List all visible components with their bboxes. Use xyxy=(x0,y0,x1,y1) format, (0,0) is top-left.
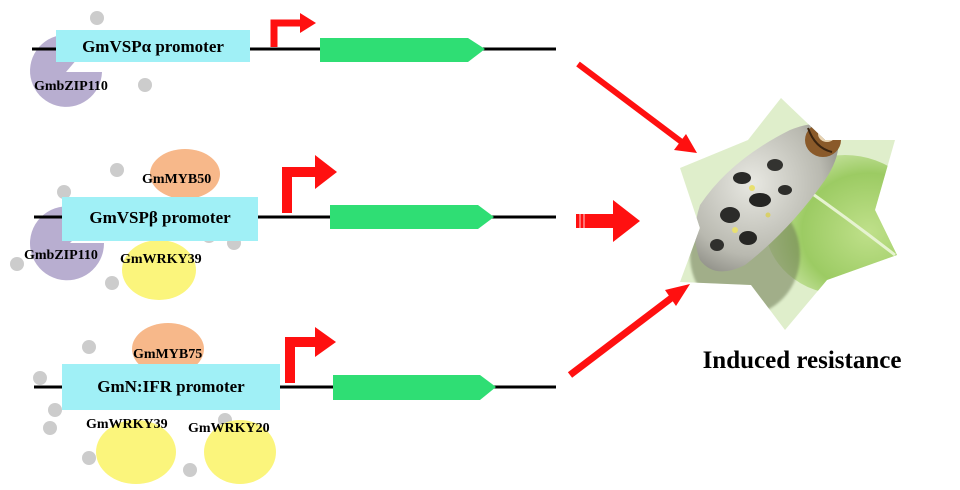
transcription-start-arrowhead xyxy=(315,327,336,357)
gmmyb75-label: GmMYB75 xyxy=(133,347,202,362)
particle xyxy=(33,371,47,385)
gene-coding-arrow xyxy=(330,205,494,229)
gmbzip110-label: GmbZIP110 xyxy=(24,248,98,263)
gmwrky39-label: GmWRKY39 xyxy=(86,417,168,432)
particle xyxy=(82,451,96,465)
transcription-start-arrowhead xyxy=(315,155,337,189)
larva-dot xyxy=(749,185,755,191)
promoter-label: GmVSPα promoter xyxy=(82,37,224,56)
effect-arrow-2-head xyxy=(613,200,640,242)
larva-spot xyxy=(749,193,771,207)
larva-dot xyxy=(765,212,771,218)
gmmyb75-factor-shape xyxy=(132,323,204,375)
larva-spot xyxy=(778,185,792,195)
effect-arrow-1-head xyxy=(674,134,697,153)
gmwrky39-factor-shape xyxy=(122,240,196,300)
construct-2: GmVSPβ promoter GmMYB50 GmbZIP110 GmWRKY… xyxy=(10,149,556,300)
particle xyxy=(90,11,104,25)
promoter-box xyxy=(56,30,250,62)
promoter-box xyxy=(62,197,258,241)
particle xyxy=(183,463,197,477)
gmmyb50-factor-shape xyxy=(150,149,220,199)
effect-arrow-1 xyxy=(576,61,685,146)
gmbzip110-label: GmbZIP110 xyxy=(34,79,108,94)
larva-on-leaf-picture xyxy=(680,98,897,330)
construct-1: GmVSPα promoter GmbZIP110 xyxy=(30,11,556,107)
gmwrky20-label: GmWRKY20 xyxy=(188,421,270,436)
gmbzip110-factor-shape xyxy=(30,34,103,107)
promoter-label: GmVSPβ promoter xyxy=(89,208,231,227)
gmmyb50-label: GmMYB50 xyxy=(142,172,211,187)
particle xyxy=(57,185,71,199)
larva-spot xyxy=(739,231,757,245)
larva-head-highlight xyxy=(818,126,836,142)
effect-arrows xyxy=(567,61,697,378)
gene-coding-arrow xyxy=(333,375,496,400)
particle xyxy=(48,403,62,417)
outcome-label: Induced resistance xyxy=(703,347,902,374)
promoter-label: GmN:IFR promoter xyxy=(97,377,245,396)
construct-3: GmN:IFR promoter GmMYB75 GmWRKY39 GmWRKY… xyxy=(33,323,556,484)
particle xyxy=(138,78,152,92)
larva-dot xyxy=(732,227,738,233)
gmwrky39-factor-shape xyxy=(96,420,176,484)
transcription-start-arrow xyxy=(285,337,318,383)
larva-spot xyxy=(733,172,751,184)
transcription-start-arrowhead xyxy=(300,13,316,33)
effect-arrow-3 xyxy=(567,293,677,378)
gene-coding-arrow xyxy=(320,38,485,62)
particle xyxy=(10,257,24,271)
particle xyxy=(105,276,119,290)
transcription-start-arrow xyxy=(270,19,302,47)
particle xyxy=(82,340,96,354)
effect-arrow-3-head xyxy=(665,284,690,306)
larva-spot xyxy=(720,207,740,223)
larva-spot xyxy=(710,239,724,251)
larva-head-segment xyxy=(807,127,833,153)
gmwrky20-factor-shape xyxy=(204,420,276,484)
particle xyxy=(110,163,124,177)
effect-arrow-2 xyxy=(576,214,616,228)
transcription-start-arrow xyxy=(282,167,318,213)
promoter-box xyxy=(62,364,280,410)
particle xyxy=(43,421,57,435)
gmwrky39-label: GmWRKY39 xyxy=(120,252,202,267)
larva-spot xyxy=(767,159,783,171)
